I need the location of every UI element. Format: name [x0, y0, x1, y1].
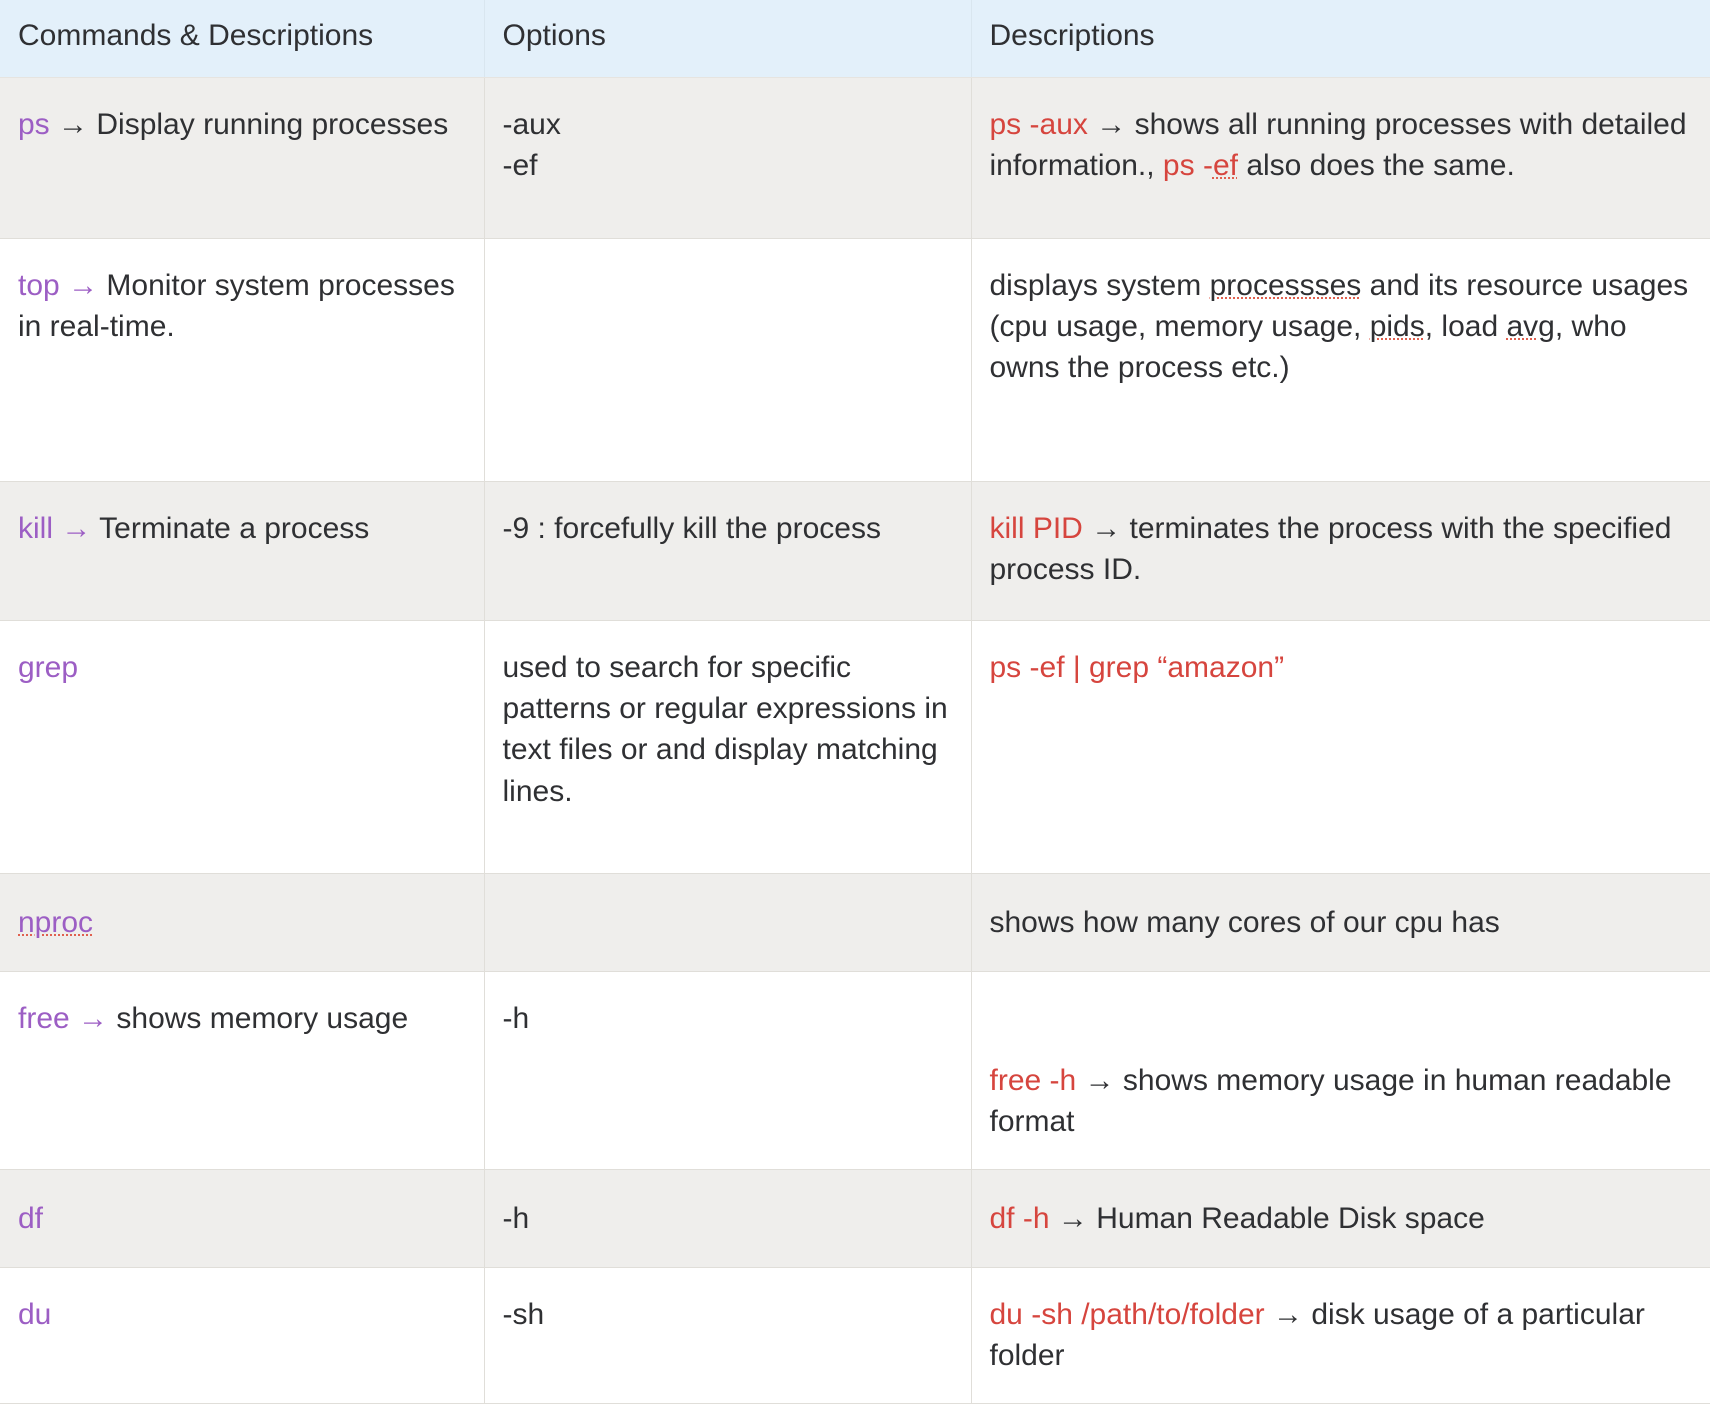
table-header-row: Commands & Descriptions Options Descript…	[0, 0, 1710, 78]
cell-options-nproc	[484, 873, 972, 972]
arrow-icon: →	[61, 511, 92, 545]
arrow-icon: →	[1057, 1201, 1088, 1235]
description-text-free: shows memory usage in human readable for…	[989, 1063, 1672, 1139]
code-snippet-df-h: df -h	[989, 1201, 1050, 1235]
table-row-du: du -sh du -sh /path/to/folder → disk usa…	[0, 1267, 1710, 1404]
column-header-commands: Commands & Descriptions	[0, 0, 485, 78]
cell-options-grep: used to search for specific patterns or …	[484, 620, 972, 874]
cell-options-du: -sh	[484, 1267, 972, 1404]
command-description-ps: Display running processes	[96, 107, 449, 141]
cell-description-nproc: shows how many cores of our cpu has	[971, 873, 1710, 972]
arrow-icon: →	[78, 1001, 109, 1035]
code-snippet-ps-ef-misspelled: ef	[1212, 148, 1238, 182]
description-text-top-part3: , load	[1424, 309, 1499, 343]
table-row-top: top → Monitor system processes in real-t…	[0, 238, 1710, 482]
table-row-grep: grep used to search for specific pattern…	[0, 620, 1710, 874]
cell-command-top: top → Monitor system processes in real-t…	[0, 238, 485, 482]
code-snippet-ps-aux: ps -aux	[989, 107, 1088, 141]
command-name-free: free	[18, 1001, 70, 1035]
command-description-top: Monitor system processes in real-time.	[18, 268, 455, 343]
cell-description-top: displays system processses and its resou…	[971, 238, 1710, 482]
cell-options-kill: -9 : forcefully kill the process	[484, 481, 972, 621]
description-text-df: Human Readable Disk space	[1096, 1201, 1485, 1235]
command-description-kill: Terminate a process	[99, 511, 370, 545]
misspelled-word-avg: avg	[1506, 309, 1555, 343]
cell-description-kill: kill PID → terminates the process with t…	[971, 481, 1710, 621]
arrow-icon: →	[1273, 1298, 1304, 1332]
description-text-ps-part2: also does the same.	[1246, 148, 1515, 182]
command-name-nproc: nproc	[18, 905, 94, 939]
cell-command-grep: grep	[0, 620, 485, 874]
description-text-top-part2: and its resource usages (cpu usage, memo…	[989, 268, 1689, 343]
command-name-ps: ps	[18, 107, 50, 141]
cell-description-du: du -sh /path/to/folder → disk usage of a…	[971, 1267, 1710, 1404]
command-name-top: top	[18, 268, 60, 302]
cell-command-du: du	[0, 1267, 485, 1404]
table-row-ps: ps → Display running processes -aux -ef …	[0, 77, 1710, 239]
table-row-free: free → shows memory usage -h free -h → s…	[0, 971, 1710, 1170]
command-name-du: du	[18, 1298, 52, 1332]
table-body: ps → Display running processes -aux -ef …	[0, 77, 1710, 1404]
arrow-icon: →	[1091, 511, 1122, 545]
table-header: Commands & Descriptions Options Descript…	[0, 0, 1710, 78]
option-line-aux: -aux	[502, 107, 561, 141]
code-snippet-grep-amazon: ps -ef | grep “amazon”	[989, 650, 1285, 684]
cell-command-free: free → shows memory usage	[0, 971, 485, 1170]
description-text-top-part1: displays system	[989, 268, 1202, 302]
misspelled-word-processses: processses	[1209, 268, 1362, 302]
misspelled-word-pids: pids	[1369, 309, 1425, 343]
cell-description-free: free -h → shows memory usage in human re…	[971, 971, 1710, 1170]
description-text-top-part4: , who owns the process etc.)	[989, 309, 1627, 385]
command-name-df: df	[18, 1201, 44, 1235]
cell-options-df: -h	[484, 1169, 972, 1269]
cell-description-grep: ps -ef | grep “amazon”	[971, 620, 1710, 874]
arrow-icon: →	[58, 107, 89, 141]
code-snippet-free-h: free -h	[989, 1063, 1077, 1097]
cell-options-top	[484, 238, 972, 482]
command-name-kill: kill	[18, 511, 53, 545]
code-snippet-kill-pid: kill PID	[989, 511, 1083, 545]
command-name-grep: grep	[18, 650, 79, 684]
description-text-ps-part1: shows all running processes with detaile…	[989, 107, 1687, 182]
cell-command-df: df	[0, 1169, 485, 1269]
table-row-kill: kill → Terminate a process -9 : forceful…	[0, 481, 1710, 621]
arrow-icon: →	[68, 268, 99, 302]
table-row-df: df -h df -h → Human Readable Disk space	[0, 1169, 1710, 1269]
column-header-descriptions: Descriptions	[971, 0, 1710, 78]
cell-command-nproc: nproc	[0, 873, 485, 972]
arrow-icon: →	[1096, 107, 1127, 141]
cell-command-ps: ps → Display running processes	[0, 77, 485, 239]
command-description-free: shows memory usage	[116, 1001, 409, 1035]
code-snippet-du-sh: du -sh /path/to/folder	[989, 1298, 1265, 1332]
option-line-ef: -ef	[502, 148, 538, 182]
column-header-options: Options	[484, 0, 972, 78]
arrow-icon: →	[1084, 1063, 1115, 1097]
spacer	[990, 998, 1693, 1060]
cell-options-ps: -aux -ef	[484, 77, 972, 239]
table-row-nproc: nproc shows how many cores of our cpu ha…	[0, 873, 1710, 972]
cell-description-ps: ps -aux → shows all running processes wi…	[971, 77, 1710, 239]
cell-options-free: -h	[484, 971, 972, 1170]
description-text-kill: terminates the process with the specifie…	[989, 511, 1672, 586]
cell-command-kill: kill → Terminate a process	[0, 481, 485, 621]
code-snippet-ps-ef-prefix: ps -	[1162, 148, 1213, 182]
cell-description-df: df -h → Human Readable Disk space	[971, 1169, 1710, 1269]
